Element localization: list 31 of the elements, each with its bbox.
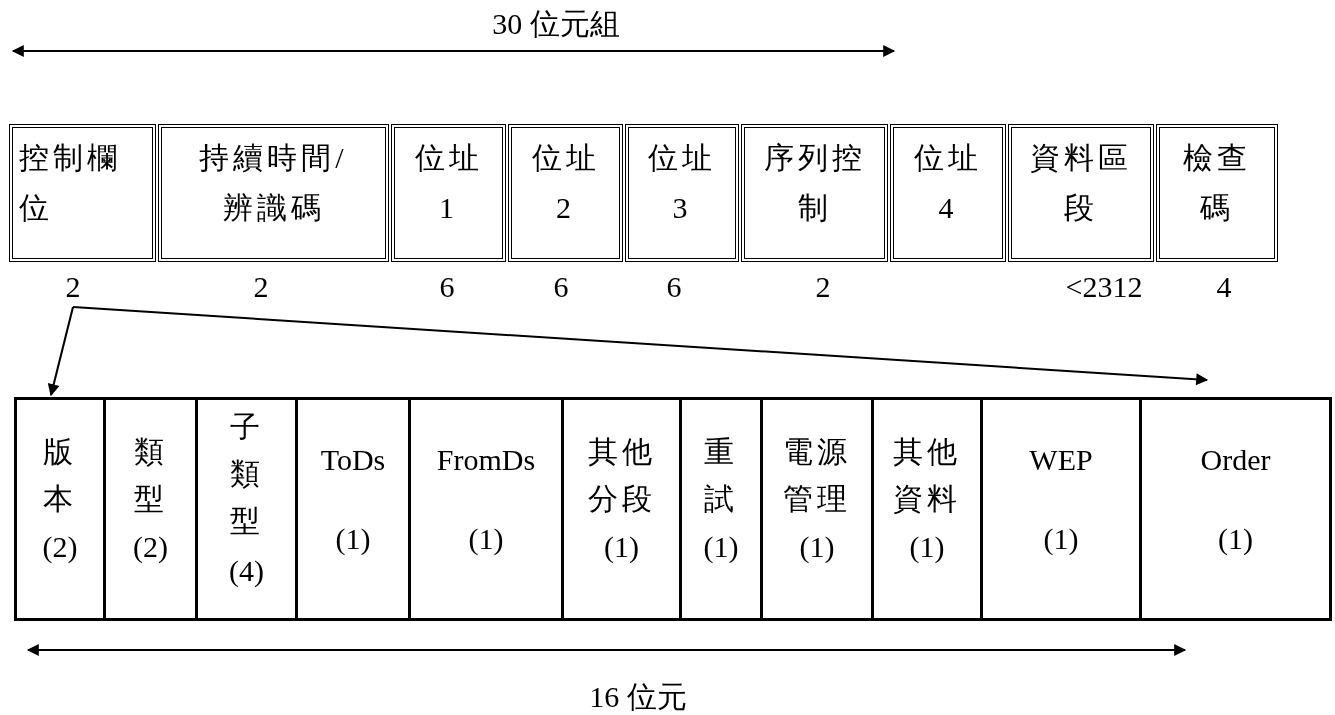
arrow	[72, 306, 1209, 386]
field-cell: 控制欄位	[9, 124, 156, 262]
bit-field-cell: 版本 (2)	[14, 397, 106, 621]
byte-count: 2	[814, 269, 832, 305]
byte-count: 2	[63, 267, 83, 307]
arrow	[47, 306, 74, 397]
byte-count: 2	[252, 269, 270, 305]
bit-field-cell: 重試 (1)	[679, 397, 763, 621]
field-cell: 檢查碼	[1156, 124, 1278, 262]
bit-field-cell: 其他資料 (1)	[871, 397, 983, 621]
bit-field-cell: 其他分段 (1)	[561, 397, 682, 621]
field-cell: 位址1	[391, 124, 506, 262]
field-cell: 位址2	[508, 124, 623, 262]
bit-field-cell: ToDs (1)	[295, 397, 411, 621]
dimension-label: 16 位元	[588, 679, 688, 715]
dimension-label: 30 位元組	[491, 6, 621, 42]
byte-count: 6	[438, 269, 456, 305]
bit-field-cell: FromDs (1)	[408, 397, 564, 621]
byte-count: 6	[665, 269, 683, 305]
byte-count: 6	[552, 269, 570, 305]
bit-field-cell: 類型 (2)	[103, 397, 198, 621]
bit-field-cell: Order (1)	[1139, 397, 1332, 621]
field-cell: 位址3	[625, 124, 739, 262]
byte-count: <2312	[1064, 269, 1144, 305]
field-cell: 持續時間/辨識碼	[158, 124, 389, 262]
field-cell: 資料區段	[1008, 124, 1154, 262]
bit-field-cell: 子類型 (4)	[195, 397, 298, 621]
bit-field-cell: 電源管理 (1)	[760, 397, 874, 621]
field-cell: 位址4	[890, 124, 1006, 262]
bit-field-cell: WEP (1)	[980, 397, 1142, 621]
field-cell: 序列控制	[741, 124, 888, 262]
